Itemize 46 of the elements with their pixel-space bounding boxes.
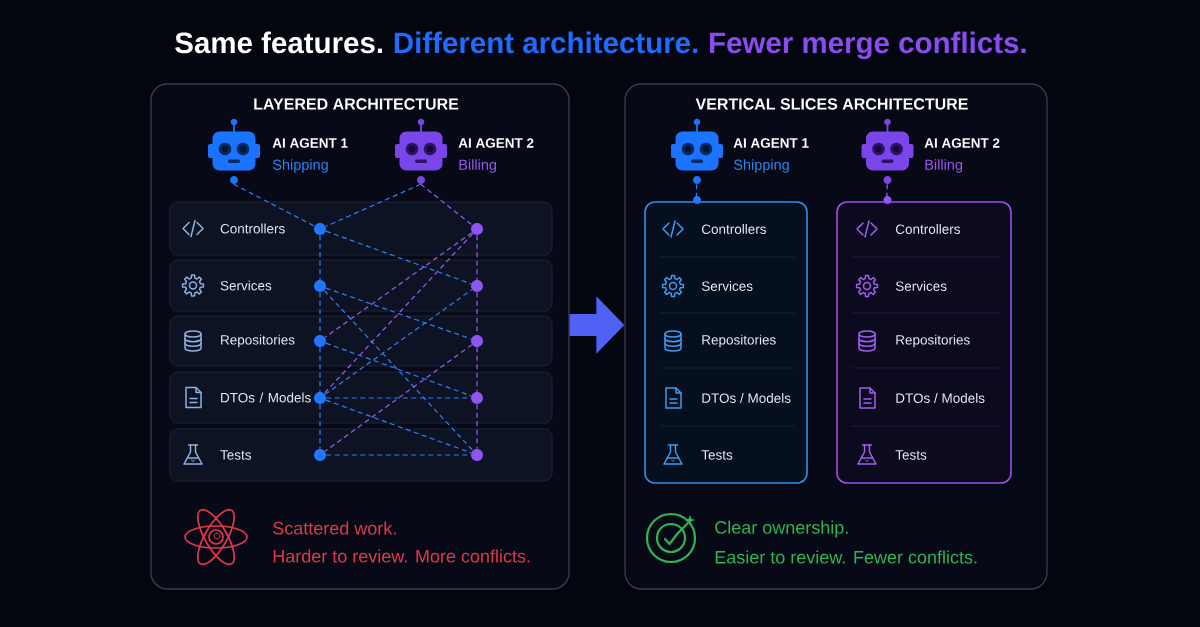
dashed-line [324,344,473,452]
layer-row: Repositories [169,315,553,367]
layer-row: DTOs / Models [169,371,553,424]
note-text: Easier to review. Fewer conflicts. [715,550,977,564]
agent-name: AI AGENT 1 [733,138,809,148]
note-text: Scattered work. [273,521,396,535]
dashed-line [325,287,472,340]
layer-label: Tests [895,450,927,460]
dashed-line [325,342,472,397]
dashed-line [325,399,472,454]
dashed-line [323,233,474,394]
layer-label: Repositories [896,334,970,348]
agent-name: AI AGENT 2 [924,138,1000,148]
agent-team: Shipping [733,159,789,173]
layer-label: Controllers [895,224,960,234]
dashed-line [324,289,473,395]
layer-label: Services [701,281,753,291]
dashed-line [476,291,478,336]
agent-team: Billing [459,159,497,173]
layer-row: Controllers [169,201,553,256]
agent-team: Billing [925,159,962,173]
layer-label: Services [895,281,947,291]
dashed-line [325,230,472,285]
panel-heading: VERTICAL SLICES ARCHITECTURE [695,98,968,110]
agent-name: AI AGENT 2 [458,138,534,148]
layer-row: Tests [169,428,553,482]
dashed-line [325,183,422,228]
dashed-line [324,232,473,338]
layer-label: DTOs / Models [896,393,985,403]
panel-heading: LAYERED ARCHITECTURE [254,98,459,110]
headline-text: Same features. [175,31,383,54]
layer-label: Tests [701,450,733,460]
layer-row: Services [169,259,553,312]
layer-label: Controllers [701,224,766,234]
dashed-line [233,183,316,227]
dashed-line [319,291,321,336]
note-text: Clear ownership. [715,520,848,538]
note-text: Harder to review. More conflicts. [273,549,530,563]
layer-label: Repositories [702,334,776,348]
headline-text: Fewer merge conflicts. [710,31,1026,60]
agent-team: Shipping [272,159,328,173]
agent-name: AI AGENT 1 [272,138,348,148]
headline-text: Different architecture. [394,31,698,54]
layer-label: DTOs / Models [702,393,791,403]
dashed-line [323,290,474,451]
dashed-line [420,183,473,226]
